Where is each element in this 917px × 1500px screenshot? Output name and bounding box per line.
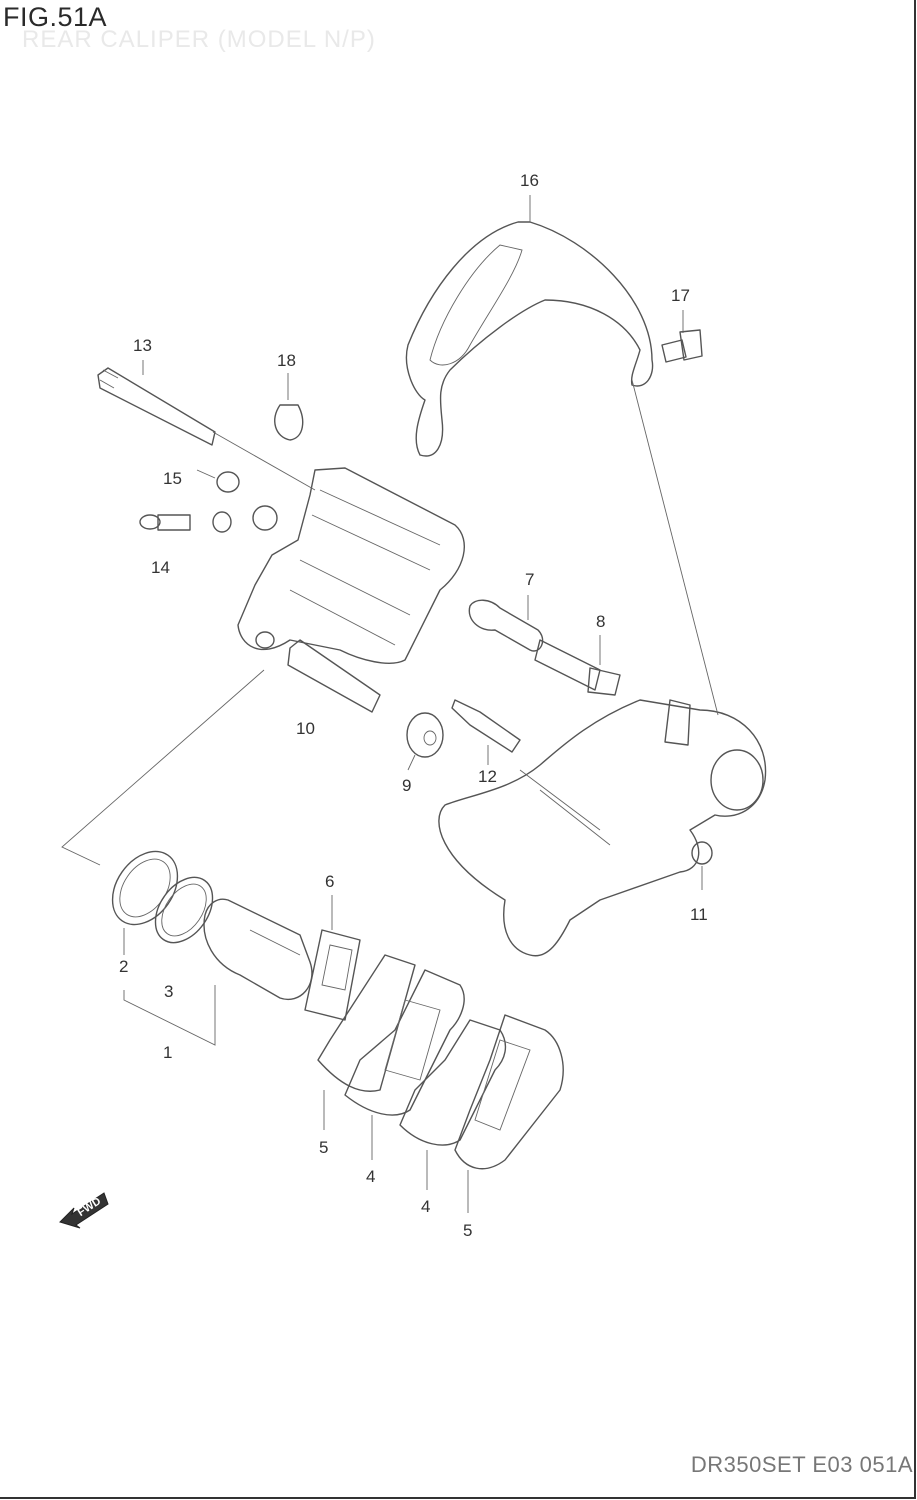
callout-18: 18 — [277, 351, 296, 370]
part-17-bolt — [661, 329, 703, 363]
caliper-body — [237, 467, 465, 664]
figure-label: FIG.51A — [3, 2, 108, 32]
callout-4-inner: 4 — [366, 1167, 375, 1186]
callout-4-outer: 4 — [421, 1197, 430, 1216]
part-10-slide-pin — [287, 639, 381, 713]
leader-lines — [61, 195, 719, 1213]
forward-arrow-icon: FWD — [59, 1192, 109, 1229]
callout-13: 13 — [133, 336, 152, 355]
callout-10: 10 — [296, 719, 315, 738]
part-8-bolt — [534, 639, 621, 696]
part-16-caliper-holder — [405, 221, 654, 457]
callout-7: 7 — [525, 570, 534, 589]
callout-15: 15 — [163, 469, 182, 488]
part-15-bleeder-cap — [212, 471, 240, 533]
part-11-bracket — [438, 699, 767, 957]
callout-17: 17 — [671, 286, 690, 305]
callout-12: 12 — [478, 767, 497, 786]
part-3-seal — [154, 876, 214, 944]
callout-5-outer: 5 — [463, 1221, 472, 1240]
callout-14: 14 — [151, 558, 170, 577]
callout-3: 3 — [164, 982, 173, 1001]
part-1-piston — [203, 898, 313, 1001]
part-14-bleeder — [139, 514, 191, 531]
part-13-pin — [97, 367, 216, 446]
part-5-shim-inner — [317, 954, 416, 1092]
part-5-shim-outer — [454, 1014, 564, 1170]
part-6-pad-spring — [304, 929, 361, 1021]
part-4-pad-outer — [399, 1019, 507, 1146]
callout-8: 8 — [596, 612, 605, 631]
callout-1: 1 — [163, 1043, 172, 1062]
callout-2: 2 — [119, 957, 128, 976]
callout-9: 9 — [402, 776, 411, 795]
part-9-boot — [406, 712, 444, 758]
callout-5-inner: 5 — [319, 1138, 328, 1157]
part-12-spring — [451, 699, 521, 753]
callout-6: 6 — [325, 872, 334, 891]
part-7-sleeve — [468, 599, 544, 652]
part-4-pad-inner — [344, 969, 465, 1116]
callout-11: 11 — [690, 905, 708, 924]
callout-16: 16 — [520, 171, 539, 190]
part-18-cap — [274, 404, 304, 441]
drawing-code: DR350SET E03 051A — [690, 1452, 913, 1477]
figure-subtitle: REAR CALIPER (MODEL N/P) — [22, 26, 376, 53]
part-2-seal — [111, 850, 179, 926]
